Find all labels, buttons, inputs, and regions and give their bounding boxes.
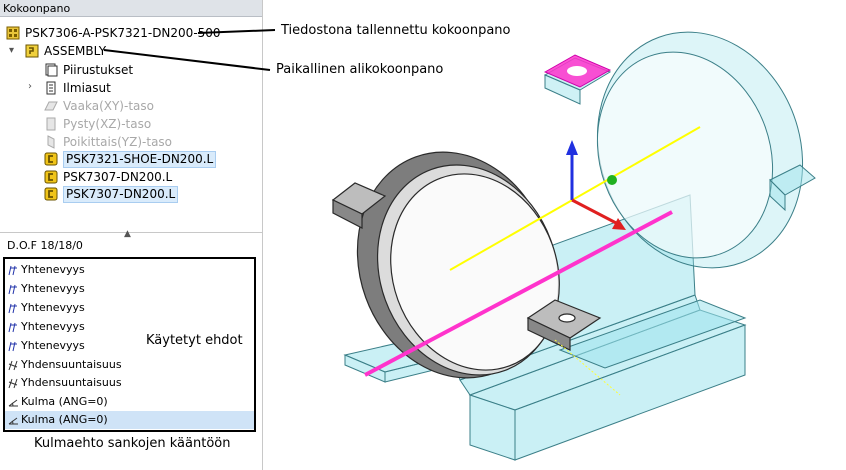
tree-item-drawings[interactable]: Piirustukset [44,62,164,79]
panel-title: Kokoonpano [0,0,262,17]
constraint-label: Yhtenevyys [21,301,85,314]
tree-item-label: PSK7306-A-PSK7321-DN200-500 [25,26,221,40]
constraint-item[interactable]: Yhtenevyys [8,299,85,317]
constraint-item[interactable]: Yhtenevyys [8,280,85,298]
tree-item-plane-yz[interactable]: Poikittais(YZ)-taso [44,134,184,151]
saved-assembly-callout: Tiedostona tallennettu kokoonpano [281,23,511,38]
chevron-right-icon[interactable]: › [28,81,32,92]
used-constraints-label: Käytetyt ehdot [146,333,243,348]
tree-item-part-shoe[interactable]: PSK7321-SHOE-DN200.L [44,151,217,168]
part-icon [44,170,58,184]
constraint-label: Yhtenevyys [21,282,85,295]
tree-item-label: PSK7321-SHOE-DN200.L [63,151,217,168]
clamp-right [543,31,816,269]
subassembly-icon [25,44,39,58]
angle-constraint-caption: Kulmaehto sankojen kääntöön [34,436,231,451]
parallel-icon [8,378,18,388]
hole [567,66,587,76]
constraint-label: Yhtenevyys [21,339,85,352]
panel-splitter[interactable] [0,232,262,237]
tree-item-label: Ilmiasut [63,81,111,95]
coincident-icon [8,322,17,332]
tree-item-appearances[interactable]: Ilmiasut [44,80,164,97]
model-viewport[interactable] [263,0,846,470]
tree-item-root[interactable]: PSK7306-A-PSK7321-DN200-500 [6,25,221,42]
constraints-list: Yhtenevyys Yhtenevyys Yhtenevyys Yhtenev… [3,257,256,432]
parallel-icon [8,360,18,370]
shoe-part [343,194,747,461]
axis-line [449,126,701,271]
angle-icon [8,399,18,406]
constraint-item-selected[interactable]: Kulma (ANG=0) [5,411,254,429]
tree-item-label: PSK7307-DN200.L [63,170,173,184]
constraint-item[interactable]: Yhtenevyys [8,261,85,279]
local-subassembly-callout: Paikallinen alikokoonpano [276,62,444,77]
coincident-icon [8,341,17,351]
plane-icon [47,135,55,149]
constraint-label: Yhdensuuntaisuus [21,358,122,371]
constraint-label: Kulma (ANG=0) [21,413,108,426]
constraint-label: Yhtenevyys [21,320,85,333]
collapse-up-icon[interactable]: ▲ [124,229,131,239]
tree-item-label: Poikittais(YZ)-taso [63,135,173,149]
tree-item-plane-xz[interactable]: Pysty(XZ)-taso [44,116,184,133]
part-icon [44,187,58,201]
constraint-item[interactable]: Yhtenevyys [8,318,85,336]
constraint-label: Kulma (ANG=0) [21,395,108,408]
appearances-icon [46,81,56,95]
coincident-icon [8,284,17,294]
constraint-label: Yhtenevyys [21,263,85,276]
tree-item-label: ASSEMBLY [44,44,107,58]
tree-item-label: Piirustukset [63,63,134,77]
plane-icon [44,101,58,111]
tree-item-part-clamp-1[interactable]: PSK7307-DN200.L [44,169,184,186]
constraint-label: Yhdensuuntaisuus [21,376,122,389]
angle-icon [8,417,18,424]
assembly-panel: Kokoonpano PSK7306-A-PSK7321-DN200-500 ▾… [0,0,263,470]
drawings-icon [45,63,58,77]
part-icon [44,152,58,166]
plane-icon [46,117,56,131]
tree-item-part-clamp-2[interactable]: PSK7307-DN200.L [44,186,184,203]
coincident-icon [8,303,17,313]
chevron-down-icon[interactable]: ▾ [9,45,15,56]
tree-item-label: Pysty(XZ)-taso [63,117,152,131]
coincident-icon [8,265,17,275]
constraint-item[interactable]: Yhtenevyys [8,337,85,355]
constraint-item[interactable]: Kulma (ANG=0) [8,393,108,411]
tree-item-label: PSK7307-DN200.L [63,186,179,203]
coordinate-triad[interactable] [566,140,626,230]
constraint-item[interactable]: Yhdensuuntaisuus [8,356,122,374]
clamp-left [331,151,602,379]
tree-item-label: Vaaka(XY)-taso [63,99,154,113]
dof-status: D.O.F 18/18/0 [7,239,83,252]
highlight-edge [364,210,673,377]
constraint-item[interactable]: Yhdensuuntaisuus [8,374,122,392]
assembly-root-icon [6,26,20,40]
tree-item-plane-xy[interactable]: Vaaka(XY)-taso [44,98,184,115]
tree-item-assembly[interactable]: ASSEMBLY [25,43,145,60]
